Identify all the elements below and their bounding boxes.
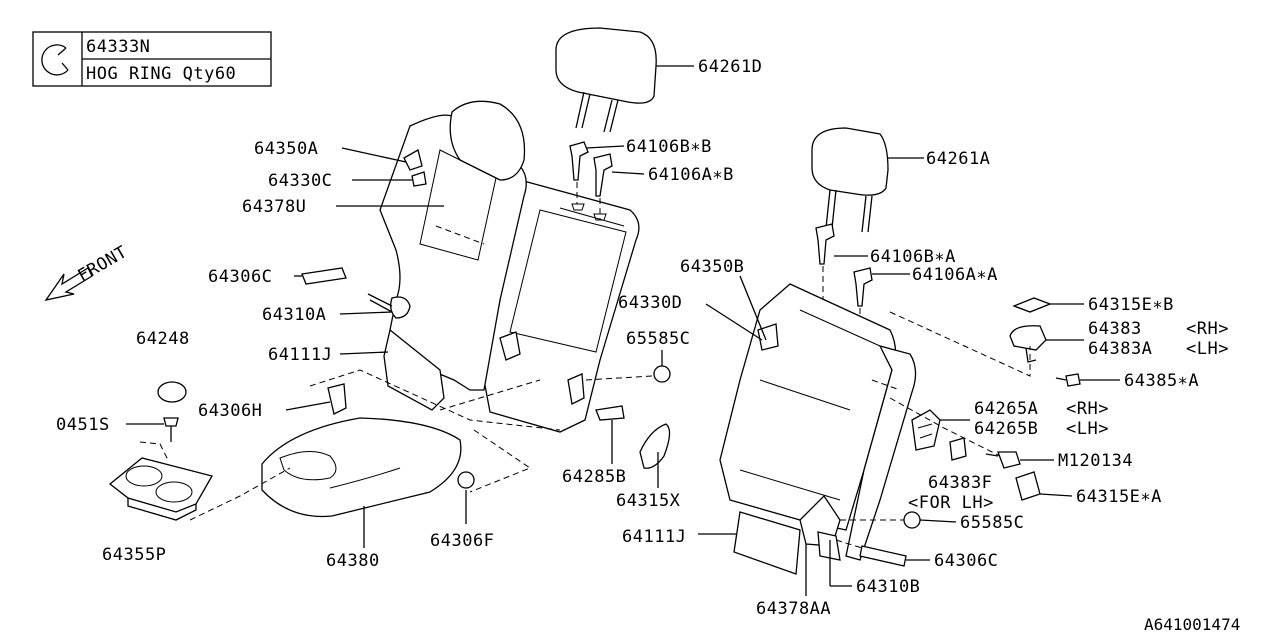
front-arrow-icon [44, 267, 93, 301]
label-64285B: 64285B [562, 467, 626, 487]
label-65585C-left: 65585C [626, 329, 690, 349]
label-64306C-left: 64306C [208, 267, 272, 287]
legend-description: HOG RING Qty60 [86, 64, 236, 84]
label-64106B-B: 64106B∗B [626, 137, 712, 157]
label-65585C-right: 65585C [960, 513, 1024, 533]
left-seat-back-drawing [301, 27, 671, 493]
label-64265A-rh: <RH> [1066, 399, 1109, 419]
label-64330D: 64330D [618, 293, 682, 313]
hog-ring-icon [41, 44, 69, 76]
label-64355P: 64355P [102, 545, 166, 565]
label-64385-A: 64385∗A [1124, 371, 1199, 391]
label-64265B-lh: <LH> [1066, 419, 1109, 439]
label-64310B: 64310B [856, 577, 920, 597]
label-64383A-lh: <LH> [1186, 339, 1229, 359]
label-64350A: 64350A [254, 139, 318, 159]
diagram-id: A641001474 [1144, 615, 1240, 634]
label-64350B: 64350B [680, 257, 744, 277]
label-64265A: 64265A [974, 399, 1038, 419]
label-64315X: 64315X [616, 491, 681, 511]
label-64380: 64380 [326, 551, 380, 571]
leader-lines [126, 65, 1120, 596]
label-64383-rh: <RH> [1186, 319, 1229, 339]
label-M120134: M120134 [1058, 451, 1133, 471]
armrest-drawing [108, 381, 475, 521]
label-64383F: 64383F [928, 473, 992, 493]
label-64306F: 64306F [430, 531, 494, 551]
label-64261D: 64261D [698, 57, 762, 77]
label-64383F-for-lh: <FOR LH> [908, 493, 994, 513]
label-0451S: 0451S [56, 415, 110, 435]
label-64383A: 64383A [1088, 339, 1152, 359]
label-64111J-right: 64111J [622, 527, 686, 547]
label-64306H: 64306H [198, 401, 262, 421]
label-64330C: 64330C [268, 171, 332, 191]
label-64248: 64248 [136, 329, 190, 349]
headrest-64261D [555, 27, 657, 104]
label-64106A-B: 64106A∗B [648, 165, 734, 185]
front-label: FRONT [75, 242, 131, 286]
label-64261A: 64261A [926, 149, 990, 169]
label-64106B-A: 64106B∗A [870, 247, 956, 267]
label-64378U: 64378U [242, 197, 306, 217]
headrest-64261A [811, 127, 889, 196]
label-64315E-A: 64315E∗A [1076, 487, 1162, 507]
part-labels: 64261D 64106B∗B 64106A∗B 64350A 64330C 6… [56, 57, 1229, 619]
label-64265B: 64265B [974, 419, 1038, 439]
label-64306C-right: 64306C [934, 551, 998, 571]
legend-box: 64333N HOG RING Qty60 [32, 31, 272, 87]
legend-part-number: 64333N [86, 37, 150, 57]
label-64383: 64383 [1088, 319, 1142, 339]
label-64315E-B: 64315E∗B [1088, 295, 1174, 315]
right-seat-back-drawing [639, 127, 1081, 575]
label-64111J-left: 64111J [268, 345, 332, 365]
label-64378AA: 64378AA [756, 599, 831, 619]
label-64310A: 64310A [262, 305, 326, 325]
label-64106A-A: 64106A∗A [912, 265, 998, 285]
